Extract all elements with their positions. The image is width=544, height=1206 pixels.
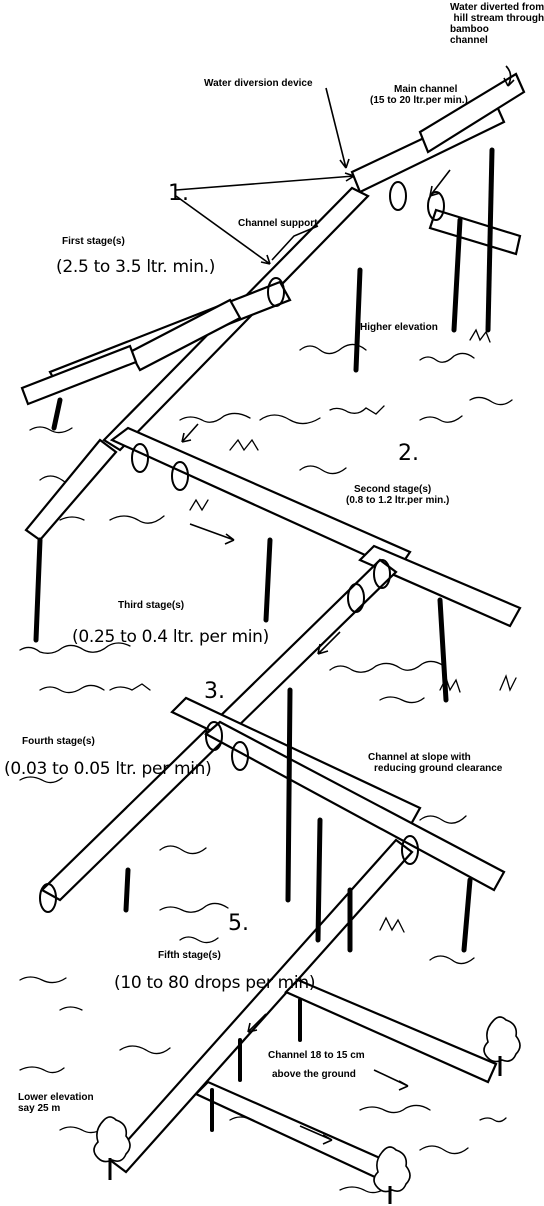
lower-elevation-line-1: Lower elevation (18, 1092, 94, 1103)
second-stage-label: Second stage(s) (0.8 to 1.2 ltr.per min.… (346, 484, 449, 506)
channel-height-label: Channel 18 to 15 cm above the ground (268, 1050, 365, 1080)
third-stage-rate: (0.25 to 0.4 ltr. per min) (72, 627, 269, 647)
tree-right (483, 1016, 521, 1076)
channel-slope-label: Channel at slope with reducing ground cl… (368, 752, 502, 774)
flow-arrows (175, 65, 515, 1145)
small-trees (93, 1016, 521, 1204)
first-stage-label: First stage(s) (62, 236, 125, 247)
marker-1: 1. (168, 181, 189, 206)
main-channel-label: Main channel (15 to 20 ltr.per min.) (370, 84, 468, 106)
second-stage-pipe (109, 426, 412, 572)
water-diversion-device-label: Water diversion device (204, 78, 313, 89)
first-stage-rate: (2.5 to 3.5 ltr. min.) (56, 257, 216, 277)
support-legs (33, 147, 495, 1132)
water-source-line-2: hill stream through (453, 13, 544, 24)
third-stage-label: Third stage(s) (118, 600, 185, 611)
fifth-stage-rate: (10 to 80 drops per min) (114, 973, 316, 993)
channel-slope-line-1: Channel at slope with (368, 752, 471, 763)
ground-scribbles (19, 328, 517, 1194)
water-source-line-1: Water diverted from (450, 2, 544, 13)
channel-height-line-2: above the ground (272, 1069, 356, 1080)
water-source-line-3: bamboo (450, 24, 489, 35)
lower-elevation-label: Lower elevation say 25 m (18, 1092, 94, 1114)
fourth-stage-label: Fourth stage(s) (22, 736, 95, 747)
second-stage-title: Second stage(s) (354, 484, 432, 495)
marker-2: 2. (398, 441, 419, 466)
water-source-label: Water diverted from hill stream through … (450, 2, 544, 46)
channel-height-line-1: Channel 18 to 15 cm (268, 1050, 365, 1061)
main-channel-rate: (15 to 20 ltr.per min.) (370, 95, 468, 106)
tree-bottom (373, 1146, 411, 1204)
channel-support-label: Channel support (238, 218, 318, 229)
main-channel-title: Main channel (394, 84, 458, 95)
second-stage-rate: (0.8 to 1.2 ltr.per min.) (346, 495, 450, 506)
channel-ties (39, 181, 445, 913)
fifth-stage-label: Fifth stage(s) (158, 950, 221, 961)
tree-left (93, 1116, 131, 1180)
higher-elevation-label: Higher elevation (360, 322, 438, 333)
marker-5: 5. (228, 911, 249, 936)
lower-elevation-line-2: say 25 m (18, 1103, 61, 1114)
marker-3: 3. (204, 679, 225, 704)
bamboo-channels (20, 72, 526, 1186)
water-source-line-4: channel (450, 35, 488, 46)
fourth-stage-rate: (0.03 to 0.05 ltr. per min) (4, 759, 212, 779)
channel-slope-line-2: reducing ground clearance (374, 763, 503, 774)
